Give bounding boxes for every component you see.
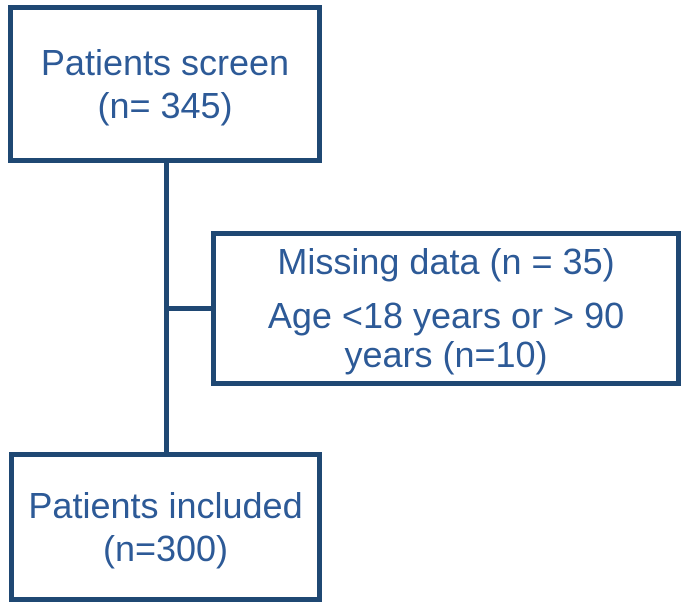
patients-screened-label: Patients screen (40, 41, 290, 83)
excluded-missing-data-label: Missing data (n = 35) (277, 241, 615, 283)
connector-horizontal-branch (168, 306, 212, 311)
patients-included-count: (n=300) (102, 528, 229, 569)
box-excluded-patients: Missing data (n = 35) Age <18 years or >… (211, 231, 681, 386)
box-patients-included: Patients included (n=300) (9, 452, 322, 602)
excluded-age-criteria-label: Age <18 years or > 90 years (n=10) (267, 294, 625, 376)
patients-included-label: Patients included (28, 484, 303, 526)
patients-screened-count: (n= 345) (97, 85, 233, 126)
connector-vertical-line (164, 163, 169, 452)
box-patients-screened: Patients screen (n= 345) (8, 5, 322, 163)
